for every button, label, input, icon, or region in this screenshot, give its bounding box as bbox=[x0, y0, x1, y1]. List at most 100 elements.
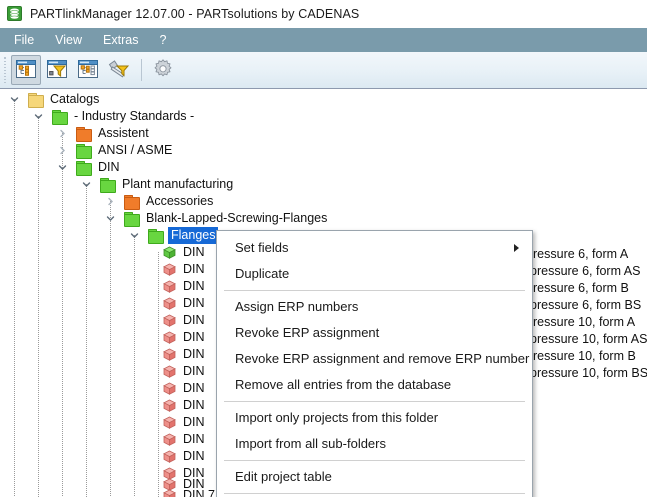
list-item[interactable]: DIN bbox=[0, 329, 647, 346]
tree-node-industry-standards[interactable]: - Industry Standards - bbox=[0, 108, 647, 125]
part-label: DIN bbox=[183, 398, 205, 412]
part-description: ressure 6, form B bbox=[533, 281, 629, 295]
ctx-assign-erp-numbers[interactable]: Assign ERP numbers bbox=[217, 294, 532, 320]
part-description: pressure 6, form BS bbox=[530, 298, 642, 312]
menu-separator bbox=[224, 290, 525, 291]
list-item[interactable]: DIN bbox=[0, 278, 647, 295]
folder-green-icon bbox=[100, 178, 116, 193]
tree-node-plant-manufacturing[interactable]: Plant manufacturing bbox=[0, 176, 647, 193]
list-item[interactable]: DIN bbox=[0, 363, 647, 380]
folder-orange-icon bbox=[124, 195, 140, 210]
folder-green-icon bbox=[148, 229, 164, 244]
tree-node-ansi-asme[interactable]: ANSI / ASME bbox=[0, 142, 647, 159]
menu-separator bbox=[224, 401, 525, 402]
menu-separator bbox=[224, 493, 525, 494]
part-description: pressure 10, form AS bbox=[530, 332, 647, 346]
part-label: DIN bbox=[183, 347, 205, 361]
part-cube-red-icon bbox=[163, 263, 176, 276]
part-description: pressure 10, form BS bbox=[530, 366, 647, 380]
settings-button[interactable] bbox=[148, 55, 178, 85]
tree-node-din[interactable]: DIN bbox=[0, 159, 647, 176]
toolbar-grip[interactable] bbox=[2, 56, 9, 84]
part-label: DIN bbox=[183, 432, 205, 446]
tree-node-blank-lapped-screwing-flanges[interactable]: Blank-Lapped-Screwing-Flanges bbox=[0, 210, 647, 227]
window-title: PARTlinkManager 12.07.00 - PARTsolutions… bbox=[30, 6, 360, 21]
chevron-right-icon[interactable] bbox=[56, 127, 69, 140]
chevron-down-icon[interactable] bbox=[8, 93, 21, 106]
part-label: DIN bbox=[183, 245, 205, 259]
list-item[interactable]: DIN bbox=[0, 465, 647, 482]
part-label: DIN bbox=[183, 296, 205, 310]
filter-view-button[interactable] bbox=[42, 55, 72, 85]
part-label: DIN bbox=[183, 449, 205, 463]
menu-file[interactable]: File bbox=[14, 33, 35, 47]
ctx-item-label: Duplicate bbox=[235, 266, 290, 281]
tree-node-label: Accessories bbox=[146, 194, 214, 208]
tree-node-label: DIN bbox=[98, 160, 120, 174]
menu-help[interactable]: ? bbox=[159, 33, 167, 47]
list-item[interactable]: DIN bbox=[0, 431, 647, 448]
ctx-remove-all-entries[interactable]: Remove all entries from the database bbox=[217, 372, 532, 398]
part-label: DIN bbox=[183, 466, 205, 480]
ctx-item-label: Remove all entries from the database bbox=[235, 377, 452, 392]
ctx-item-label: Set fields bbox=[235, 240, 289, 255]
catalog-tree[interactable]: Catalogs - Industry Standards - Assisten… bbox=[0, 89, 647, 497]
part-cube-red-icon bbox=[163, 489, 176, 497]
structure-view-button[interactable] bbox=[11, 55, 41, 85]
chevron-down-icon[interactable] bbox=[104, 212, 117, 225]
chevron-down-icon[interactable] bbox=[80, 178, 93, 191]
menu-view[interactable]: View bbox=[55, 33, 83, 47]
chevron-down-icon[interactable] bbox=[56, 161, 69, 174]
chevron-down-icon[interactable] bbox=[128, 229, 141, 242]
ctx-item-label: Import only projects from this folder bbox=[235, 410, 439, 425]
ctx-set-fields[interactable]: Set fields bbox=[217, 235, 532, 261]
ctx-revoke-erp-assignment[interactable]: Revoke ERP assignment bbox=[217, 320, 532, 346]
ctx-revoke-erp-assignment-remove-number[interactable]: Revoke ERP assignment and remove ERP num… bbox=[217, 346, 532, 372]
part-cube-red-icon bbox=[163, 348, 176, 361]
ctx-duplicate[interactable]: Duplicate bbox=[217, 261, 532, 287]
list-item[interactable]: DIN bbox=[0, 414, 647, 431]
table-view-button[interactable] bbox=[73, 55, 103, 85]
part-filter-button[interactable] bbox=[104, 55, 134, 85]
folder-yellow-icon bbox=[28, 93, 44, 108]
list-item[interactable]: DIN bbox=[0, 295, 647, 312]
list-item[interactable]: DIN bbox=[0, 312, 647, 329]
menu-separator bbox=[224, 460, 525, 461]
context-menu[interactable]: Set fields Duplicate Assign ERP numbers … bbox=[216, 230, 533, 497]
list-item[interactable]: DIN bbox=[0, 380, 647, 397]
tree-node-flanges[interactable]: Flanges bbox=[0, 227, 647, 244]
tree-node-label-selected: Flanges bbox=[168, 227, 219, 244]
part-description: ressure 10, form A bbox=[533, 315, 636, 329]
ctx-edit-project-table[interactable]: Edit project table bbox=[217, 464, 532, 490]
part-label: DIN bbox=[183, 313, 205, 327]
chevron-right-icon[interactable] bbox=[104, 195, 117, 208]
part-cube-red-icon bbox=[163, 297, 176, 310]
list-item[interactable]: DIN bbox=[0, 346, 647, 363]
chevron-right-icon[interactable] bbox=[56, 144, 69, 157]
tree-node-assistent[interactable]: Assistent bbox=[0, 125, 647, 142]
folder-green-icon bbox=[76, 144, 92, 159]
ctx-item-label: Revoke ERP assignment and remove ERP num… bbox=[235, 351, 530, 366]
toolbar-separator bbox=[141, 59, 142, 81]
ctx-item-label: Import from all sub-folders bbox=[235, 436, 386, 451]
ctx-import-all-subfolders[interactable]: Import from all sub-folders bbox=[217, 431, 532, 457]
tree-node-accessories[interactable]: Accessories bbox=[0, 193, 647, 210]
list-item[interactable]: DIN bbox=[0, 448, 647, 465]
folder-green-icon bbox=[76, 161, 92, 176]
part-cube-red-icon bbox=[163, 416, 176, 429]
chevron-down-icon[interactable] bbox=[32, 110, 45, 123]
list-item[interactable]: DIN bbox=[0, 397, 647, 414]
tree-node-catalogs[interactable]: Catalogs bbox=[0, 91, 647, 108]
part-description: ressure 6, form A bbox=[533, 247, 629, 261]
ctx-import-only-projects[interactable]: Import only projects from this folder bbox=[217, 405, 532, 431]
part-label: DIN bbox=[183, 477, 205, 491]
menu-extras[interactable]: Extras bbox=[103, 33, 139, 47]
menu-bar: File View Extras ? bbox=[0, 28, 647, 52]
tree-node-label: Catalogs bbox=[50, 92, 100, 106]
ctx-item-label: Edit project table bbox=[235, 469, 332, 484]
folder-orange-icon bbox=[76, 127, 92, 142]
list-item[interactable]: DIN bbox=[0, 261, 647, 278]
list-item[interactable]: DIN bbox=[0, 476, 647, 493]
list-item[interactable]: DIN bbox=[0, 244, 647, 261]
